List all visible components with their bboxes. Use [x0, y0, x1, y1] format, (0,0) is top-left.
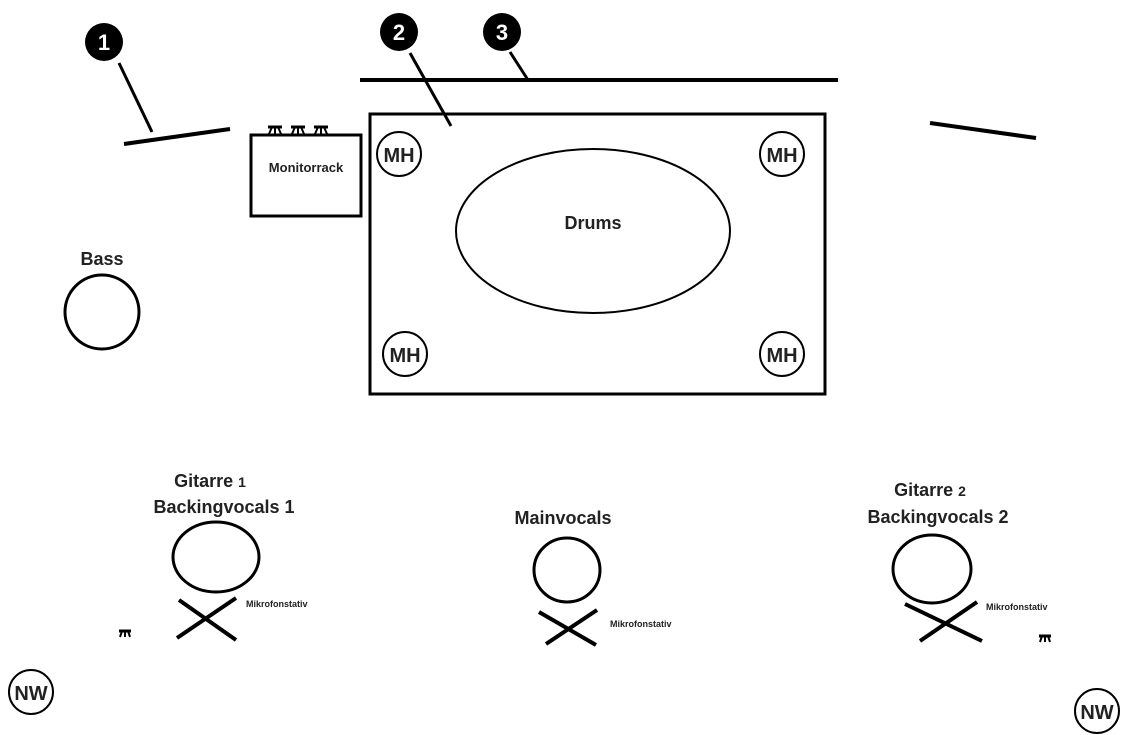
callout-3: 3	[483, 13, 530, 81]
mainvocals-label: Mainvocals	[514, 508, 611, 528]
stand-icon	[314, 125, 328, 135]
mh-bottom-left: MH	[382, 331, 428, 377]
mikrofonstativ-label: Mikrofonstativ	[246, 599, 308, 609]
callout-2: 2	[380, 13, 453, 127]
mic-stand-icon	[175, 596, 238, 642]
callout-2-number: 2	[393, 20, 405, 45]
nw-left: NW	[8, 669, 54, 715]
mikrofonstativ-label: Mikrofonstativ	[986, 602, 1048, 612]
stand-icon	[291, 125, 305, 135]
mh-bottom-right: MH	[759, 331, 805, 377]
mainvocals-position: Mainvocals Mikrofonstativ	[514, 508, 672, 647]
mic-stand-icon	[537, 608, 599, 647]
mh-label: MH	[766, 145, 797, 167]
mh-label: MH	[389, 345, 420, 367]
monitorrack: Monitorrack	[249, 133, 363, 218]
riser-line-right	[929, 121, 1037, 140]
callout-1: 1	[85, 23, 154, 133]
mikrofonstativ-label: Mikrofonstativ	[610, 619, 672, 629]
stand-icon	[268, 125, 282, 135]
monitor-stands	[268, 125, 328, 135]
bass-label: Bass	[80, 249, 123, 269]
mh-label: MH	[766, 345, 797, 367]
callout-1-number: 1	[98, 30, 110, 55]
mh-label: MH	[383, 145, 414, 167]
nw-right: NW	[1074, 688, 1120, 734]
riser-line-left	[123, 127, 231, 146]
backingvocals1-label: Backingvocals 1	[153, 497, 294, 517]
callout-3-number: 3	[496, 20, 508, 45]
drum-riser: Drums MH MH MH MH	[368, 112, 827, 396]
mh-top-right: MH	[759, 131, 805, 177]
drums-label: Drums	[564, 213, 621, 233]
monitorrack-label: Monitorrack	[269, 160, 344, 175]
backingvocals2-label: Backingvocals 2	[867, 507, 1008, 527]
stand-icon	[1039, 634, 1051, 643]
bass-position: Bass	[63, 249, 141, 351]
mic-stand-icon	[904, 600, 983, 643]
nw-label: NW	[1080, 702, 1113, 724]
mh-top-left: MH	[376, 131, 422, 177]
nw-label: NW	[14, 683, 47, 705]
stand-icon	[119, 629, 131, 638]
